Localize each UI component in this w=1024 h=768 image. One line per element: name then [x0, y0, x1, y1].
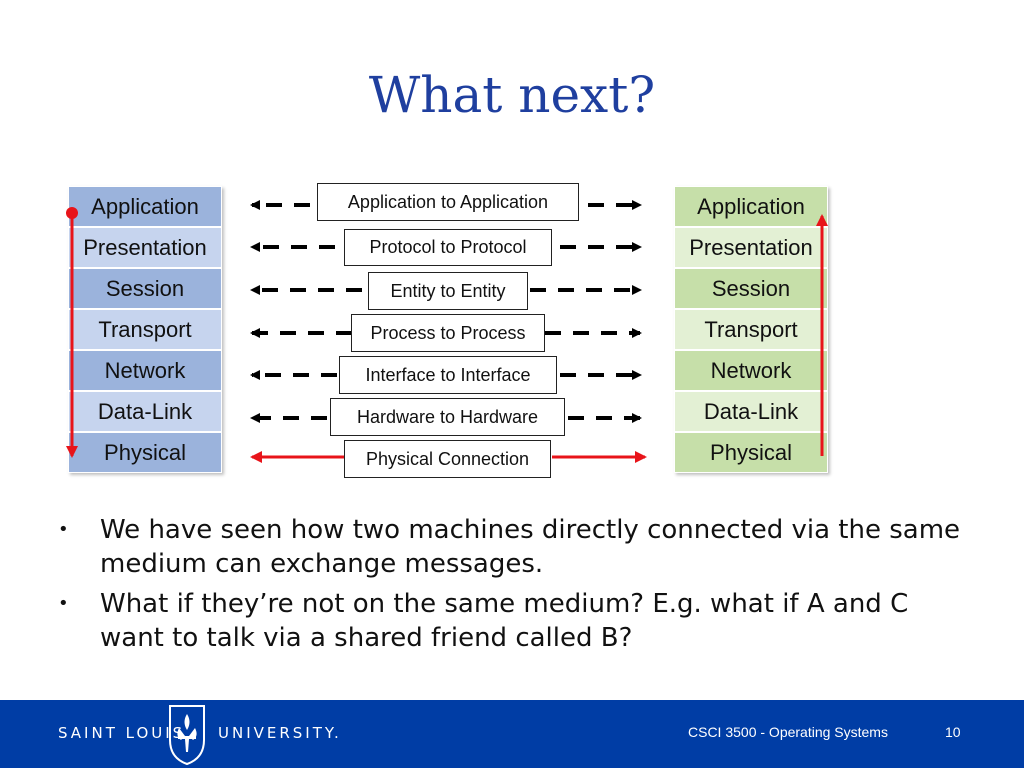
right-layer-transport: Transport	[674, 309, 828, 350]
left-layer-presentation: Presentation	[68, 227, 222, 268]
bullet-item: • We have seen how two machines directly…	[58, 513, 978, 581]
right-layer-network: Network	[674, 350, 828, 391]
left-osi-stack: Application Presentation Session Transpo…	[68, 186, 222, 473]
course-name: CSCI 3500 - Operating Systems	[688, 724, 888, 740]
right-layer-data-link: Data-Link	[674, 391, 828, 432]
bullet-list: • We have seen how two machines directly…	[58, 513, 978, 661]
bullet-text: What if they’re not on the same medium? …	[100, 589, 909, 653]
right-layer-presentation: Presentation	[674, 227, 828, 268]
bullet-item: • What if they’re not on the same medium…	[58, 587, 978, 655]
right-layer-session: Session	[674, 268, 828, 309]
right-layer-application: Application	[674, 186, 828, 227]
bullet-dot: •	[58, 593, 69, 614]
footer-bar: SAINT LOUIS UNIVERSITY. CSCI 3500 - Oper…	[0, 700, 1024, 768]
university-name-right: UNIVERSITY.	[218, 724, 342, 742]
university-seal-icon	[169, 705, 205, 766]
bullet-dot: •	[58, 519, 69, 540]
page-number: 10	[945, 724, 961, 740]
right-osi-stack: Application Presentation Session Transpo…	[674, 186, 828, 473]
bullet-text: We have seen how two machines directly c…	[100, 515, 961, 579]
relation-process: Process to Process	[351, 314, 545, 352]
relation-protocol: Protocol to Protocol	[344, 229, 552, 266]
left-layer-session: Session	[68, 268, 222, 309]
relation-entity: Entity to Entity	[368, 272, 528, 310]
university-name-left: SAINT LOUIS	[58, 724, 186, 742]
left-layer-application: Application	[68, 186, 222, 227]
left-layer-network: Network	[68, 350, 222, 391]
relation-interface: Interface to Interface	[339, 356, 557, 394]
relation-application: Application to Application	[317, 183, 579, 221]
left-layer-transport: Transport	[68, 309, 222, 350]
relation-physical: Physical Connection	[344, 440, 551, 478]
slide-title: What next?	[368, 66, 656, 124]
relation-hardware: Hardware to Hardware	[330, 398, 565, 436]
right-layer-physical: Physical	[674, 432, 828, 473]
left-layer-physical: Physical	[68, 432, 222, 473]
left-layer-data-link: Data-Link	[68, 391, 222, 432]
